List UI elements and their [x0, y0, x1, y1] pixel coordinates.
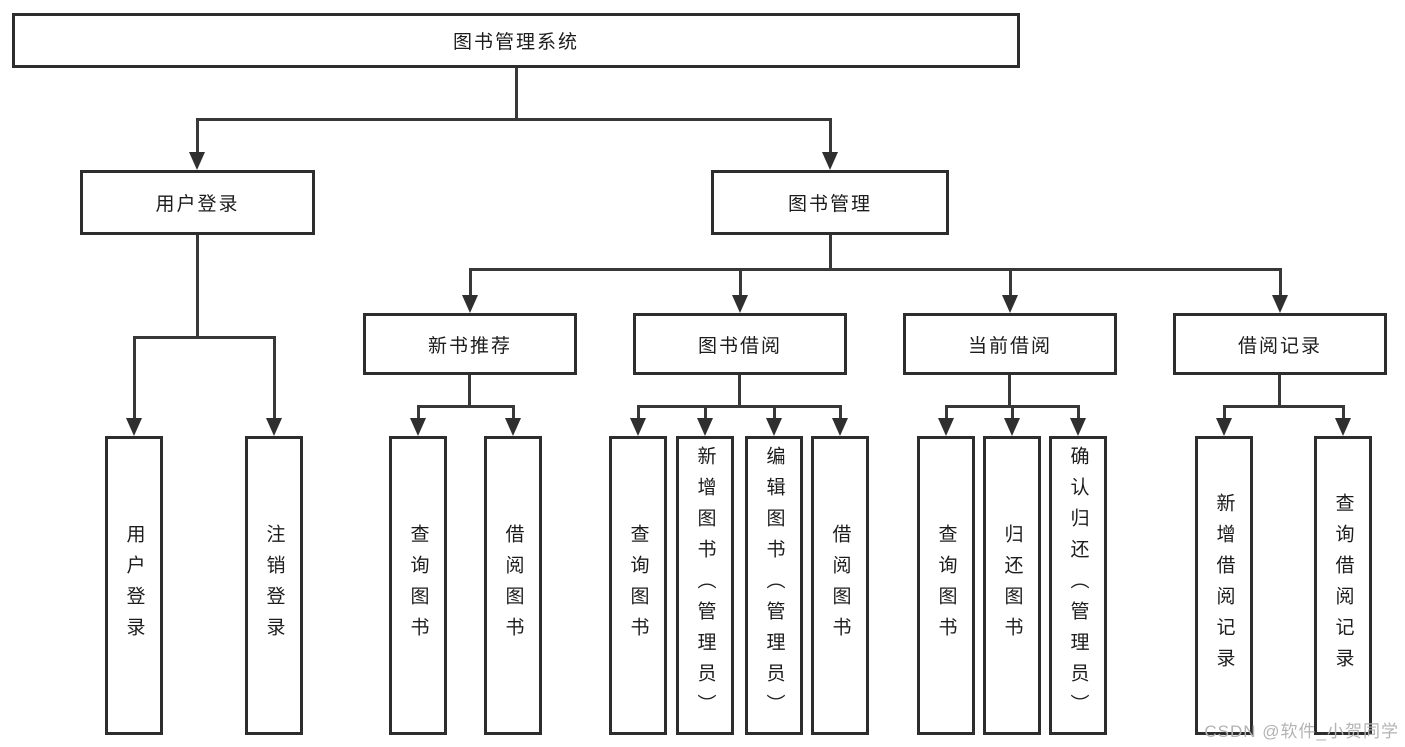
node-label: 新书推荐	[427, 335, 512, 357]
arrowhead-down-icon	[410, 418, 426, 436]
leaf-return-books: 归还图书	[983, 436, 1041, 735]
connector-line	[417, 405, 420, 418]
arrowhead-down-icon	[1004, 418, 1020, 436]
node-label: 借阅记录	[1237, 335, 1322, 357]
connector-line	[1223, 405, 1345, 408]
arrowhead-down-icon	[505, 418, 521, 436]
leaf-borrow-books-borrowing: 借阅图书	[811, 436, 869, 735]
connector-line	[273, 336, 276, 418]
leaf-label: 用户登录	[123, 523, 145, 648]
arrowhead-down-icon	[462, 295, 478, 313]
connector-line	[512, 405, 515, 418]
connector-line	[417, 405, 515, 408]
connector-line	[133, 336, 276, 339]
leaf-edit-books-admin: 编辑图书（管理员）	[745, 436, 803, 735]
arrowhead-down-icon	[630, 418, 646, 436]
connector-line	[515, 68, 518, 120]
arrowhead-down-icon	[1335, 418, 1351, 436]
leaf-borrow-books-newbook: 借阅图书	[484, 436, 542, 735]
connector-line	[1009, 268, 1012, 295]
leaf-label: 查询图书	[627, 523, 649, 648]
connector-line	[1008, 375, 1011, 405]
leaf-label: 借阅图书	[829, 523, 851, 648]
arrowhead-down-icon	[1216, 418, 1232, 436]
node-label: 图书管理	[787, 194, 872, 215]
node-borrow-records: 借阅记录	[1173, 313, 1387, 375]
connector-line	[1223, 405, 1226, 418]
leaf-label: 查询借阅记录	[1332, 492, 1354, 679]
arrowhead-down-icon	[1070, 418, 1086, 436]
node-new-book-recommend: 新书推荐	[363, 313, 577, 375]
arrowhead-down-icon	[732, 295, 748, 313]
connector-line	[704, 405, 707, 418]
leaf-user-login: 用户登录	[105, 436, 163, 735]
node-label: 用户登录	[155, 194, 240, 215]
leaf-query-books-borrowing: 查询图书	[609, 436, 667, 735]
connector-line	[1077, 405, 1080, 418]
node-library-management-system: 图书管理系统	[12, 13, 1020, 68]
connector-line	[1278, 375, 1281, 405]
node-label: 图书管理系统	[452, 32, 579, 53]
leaf-label: 注销登录	[263, 523, 285, 648]
leaf-label: 归还图书	[1001, 523, 1023, 648]
arrowhead-down-icon	[822, 152, 838, 170]
connector-line	[945, 405, 948, 418]
connector-line	[1279, 268, 1282, 295]
connector-line	[839, 405, 842, 418]
connector-line	[468, 375, 471, 405]
connector-line	[739, 268, 742, 295]
connector-line	[773, 405, 776, 418]
leaf-logout: 注销登录	[245, 436, 303, 735]
arrowhead-down-icon	[1272, 295, 1288, 313]
arrowhead-down-icon	[1002, 295, 1018, 313]
leaf-label: 借阅图书	[502, 523, 524, 648]
connector-line	[1011, 405, 1014, 418]
connector-line	[637, 405, 842, 408]
connector-line	[469, 268, 472, 295]
connector-line	[469, 268, 1282, 271]
connector-line	[738, 375, 741, 405]
node-label: 图书借阅	[697, 335, 782, 357]
arrowhead-down-icon	[189, 152, 205, 170]
node-book-management: 图书管理	[711, 170, 949, 235]
leaf-add-borrow-record: 新增借阅记录	[1195, 436, 1253, 735]
leaf-query-borrow-record: 查询借阅记录	[1314, 436, 1372, 735]
csdn-watermark: CSDN @软件_小贺同学	[1204, 722, 1399, 741]
leaf-label: 查询图书	[935, 523, 957, 648]
connector-line	[196, 235, 199, 336]
arrowhead-down-icon	[832, 418, 848, 436]
connector-line	[829, 235, 832, 268]
node-current-borrowing: 当前借阅	[903, 313, 1117, 375]
arrowhead-down-icon	[126, 418, 142, 436]
leaf-confirm-return-admin: 确认归还（管理员）	[1049, 436, 1107, 735]
leaf-label: 编辑图书（管理员）	[763, 446, 785, 725]
leaf-label: 确认归还（管理员）	[1067, 446, 1089, 725]
node-label: 当前借阅	[967, 335, 1052, 357]
arrowhead-down-icon	[266, 418, 282, 436]
connector-line	[637, 405, 640, 418]
connector-line	[829, 118, 832, 152]
connector-line	[133, 336, 136, 418]
leaf-query-books-current: 查询图书	[917, 436, 975, 735]
leaf-label: 新增借阅记录	[1213, 492, 1235, 679]
arrowhead-down-icon	[697, 418, 713, 436]
arrowhead-down-icon	[938, 418, 954, 436]
node-user-login: 用户登录	[80, 170, 315, 235]
connector-line	[1342, 405, 1345, 418]
leaf-label: 查询图书	[407, 523, 429, 648]
leaf-label: 新增图书（管理员）	[694, 446, 716, 725]
leaf-add-books-admin: 新增图书（管理员）	[676, 436, 734, 735]
node-book-borrowing: 图书借阅	[633, 313, 847, 375]
leaf-query-books-newbook: 查询图书	[389, 436, 447, 735]
connector-line	[196, 118, 832, 121]
arrowhead-down-icon	[766, 418, 782, 436]
connector-line	[196, 118, 199, 152]
